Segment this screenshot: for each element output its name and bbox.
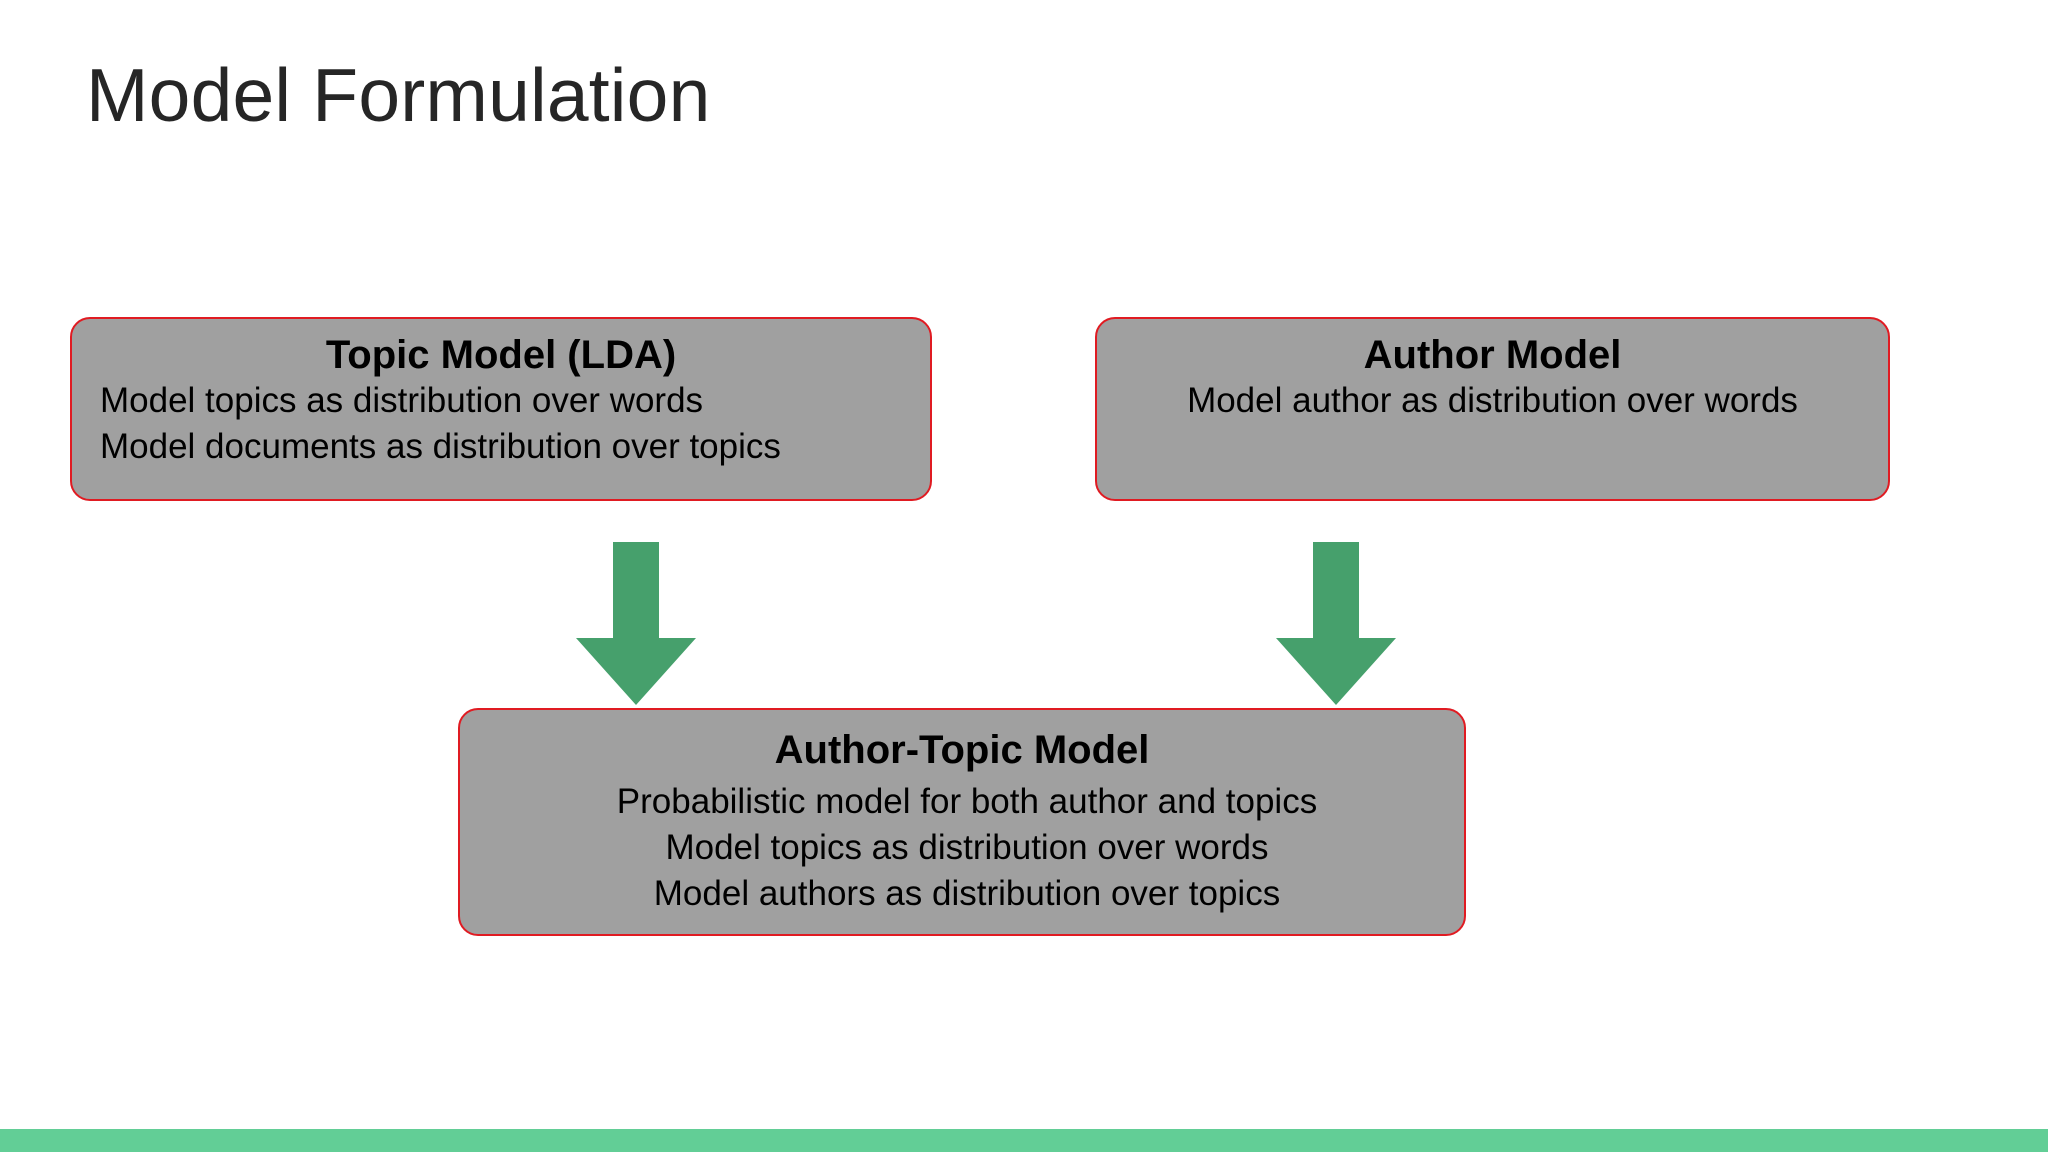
- author-topic-model-box: Author-Topic Model Probabilistic model f…: [458, 708, 1466, 936]
- down-arrow-icon: [576, 542, 696, 705]
- author-model-box: Author Model Model author as distributio…: [1095, 317, 1890, 501]
- down-arrow-icon-author-to-author-topic: [1276, 542, 1396, 705]
- author-topic-model-line-3: Model authors as distribution over topic…: [653, 874, 1281, 914]
- author-topic-model-box-body: Probabilistic model for both author and …: [460, 779, 1464, 918]
- author-model-box-title: Author Model: [1363, 333, 1622, 377]
- topic-model-line-1: Model topics as distribution over words: [100, 380, 704, 420]
- down-arrow-icon: [1276, 542, 1396, 705]
- topic-model-box-title: Topic Model (LDA): [325, 333, 677, 377]
- author-model-box-body: Model author as distribution over words: [1097, 378, 1888, 424]
- down-arrow-icon-topic-to-author-topic: [576, 542, 696, 705]
- author-topic-model-line-1: Probabilistic model for both author and …: [616, 781, 1318, 821]
- topic-model-line-2: Model documents as distribution over top…: [100, 426, 781, 466]
- author-topic-model-box-title: Author-Topic Model: [774, 728, 1150, 772]
- author-topic-model-line-2: Model topics as distribution over words: [665, 827, 1269, 867]
- topic-model-box: Topic Model (LDA) Model topics as distri…: [70, 317, 932, 501]
- bottom-accent-bar: [0, 1129, 2048, 1152]
- topic-model-box-body: Model topics as distribution over words …: [72, 378, 930, 470]
- author-model-line-1: Model author as distribution over words: [1187, 380, 1798, 420]
- page-title: Model Formulation: [86, 53, 711, 137]
